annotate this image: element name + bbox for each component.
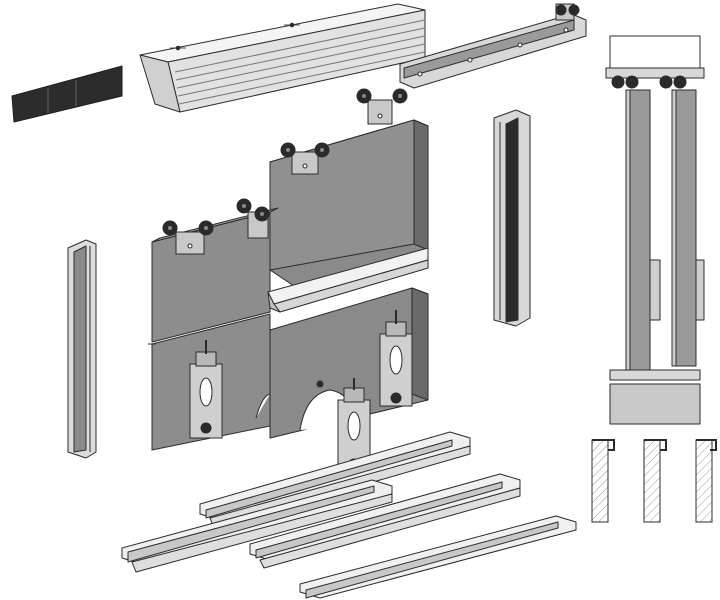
roller-icon bbox=[162, 220, 214, 255]
roller-icon bbox=[280, 142, 330, 175]
end-profile-left-icon bbox=[67, 239, 97, 459]
cross-section-icon bbox=[605, 35, 705, 425]
profile-section-icon bbox=[591, 439, 717, 523]
guide-rail-icon bbox=[399, 13, 587, 89]
joint-profile-icon bbox=[493, 109, 531, 327]
felt-strips-icon bbox=[11, 65, 123, 123]
roller-icon bbox=[555, 3, 580, 21]
roller-icon bbox=[236, 198, 270, 239]
roller-carriage-icon bbox=[356, 88, 408, 125]
bottom-carriage-icon bbox=[379, 310, 413, 407]
floor-track-icon bbox=[299, 515, 577, 599]
bottom-guide-icon bbox=[267, 247, 429, 313]
top-track-icon bbox=[139, 3, 426, 113]
bottom-carriage-icon bbox=[189, 340, 223, 439]
floor-track-icon bbox=[121, 479, 393, 573]
floor-track-icon bbox=[249, 473, 521, 569]
